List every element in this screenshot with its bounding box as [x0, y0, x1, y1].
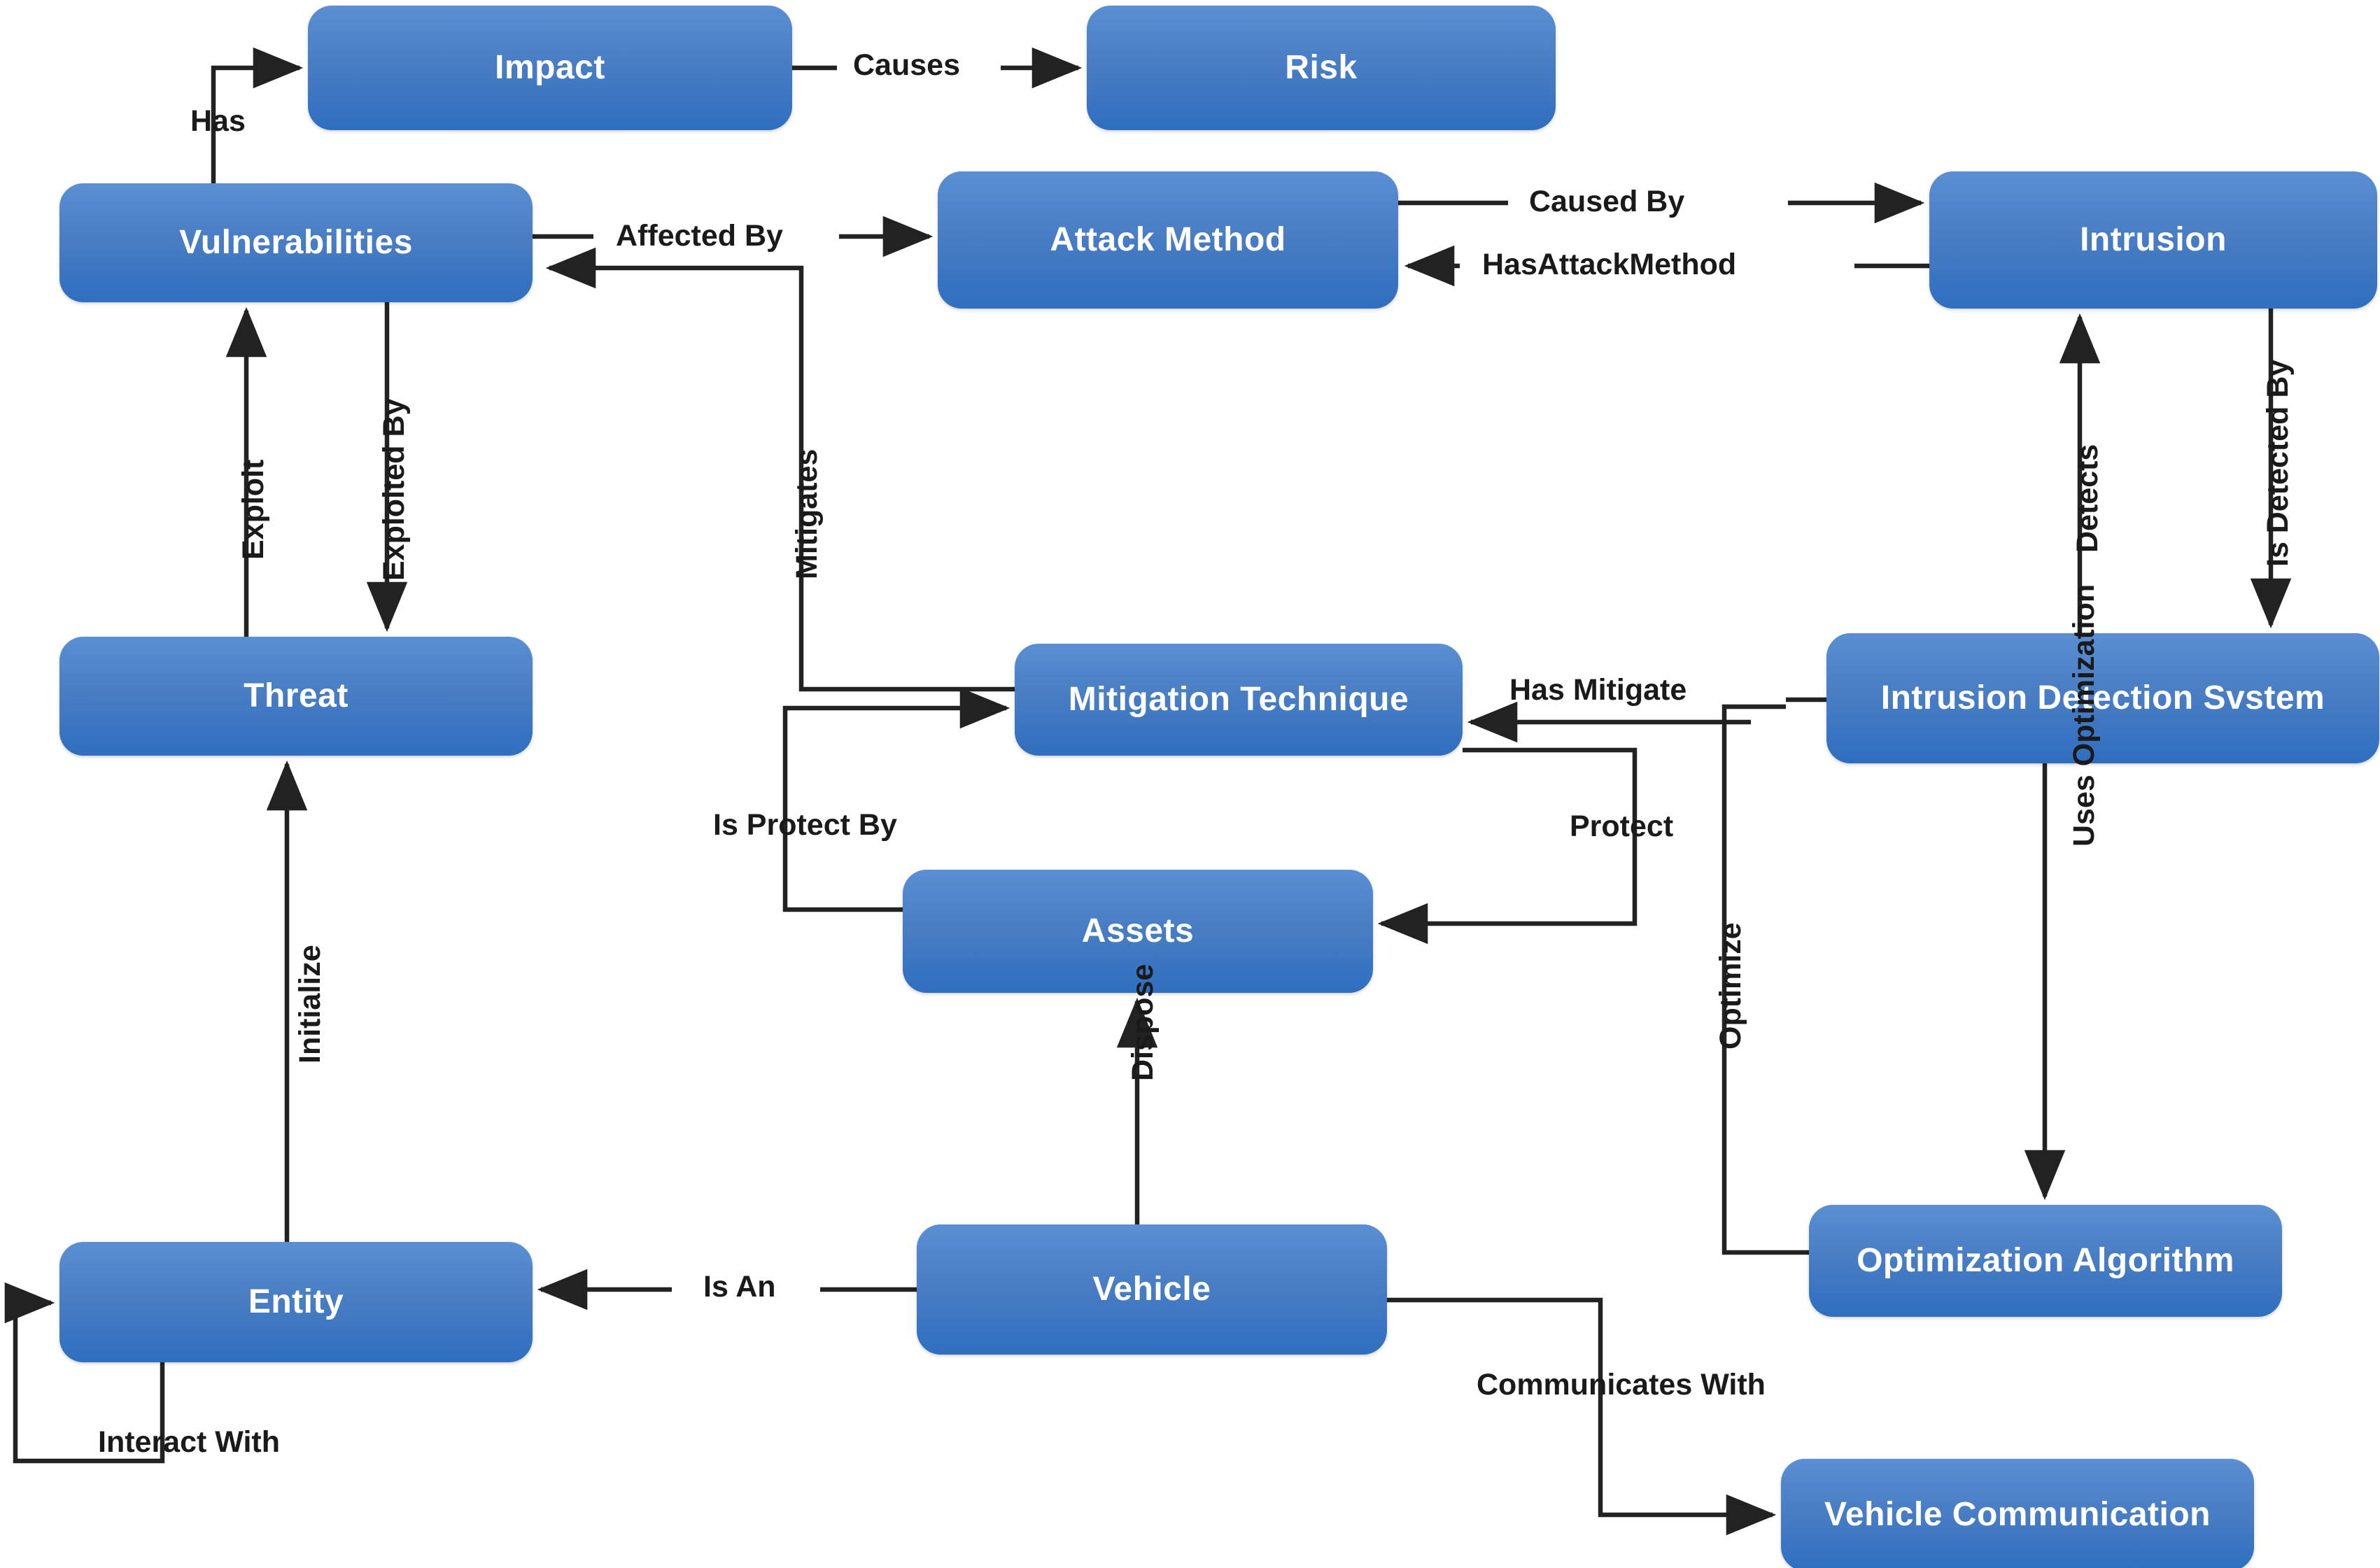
edge-label-communicates-with: Communicates With [1477, 1368, 1766, 1401]
node-attack-method[interactable]: Attack Method [938, 171, 1398, 309]
edge-label-has-attack-method: HasAttackMethod [1482, 248, 1737, 281]
edge-mitigates [545, 247, 1015, 692]
edge-label-is-detected-by: Is Detected By [2261, 359, 2295, 567]
node-label: Entity [248, 1283, 344, 1320]
node-assets[interactable]: Assets [903, 870, 1373, 993]
node-label: Vulnerabilities [179, 223, 413, 261]
node-threat[interactable]: Threat [59, 637, 533, 756]
edge-label-exploit: Exploit [237, 459, 270, 560]
node-label: Assets [1081, 912, 1195, 949]
node-intrusion-detection-system[interactable]: Intrusion Detection Svstem [1826, 633, 2379, 763]
node-entity[interactable]: Entity [59, 1242, 533, 1362]
edge-communicates-with [1387, 1297, 1777, 1536]
edge-label-has-mitigate: Has Mitigate [1509, 673, 1687, 707]
node-vehicle-communication[interactable]: Vehicle Communication [1781, 1459, 2254, 1568]
edge-label-protect: Protect [1570, 810, 1674, 843]
node-label: Threat [244, 677, 348, 714]
edge-label-mitigates: Mitigates [790, 448, 824, 579]
node-intrusion[interactable]: Intrusion [1929, 171, 2377, 309]
edge-label-caused-by: Caused By [1529, 185, 1685, 218]
edge-label-interact-with: Interact With [98, 1425, 281, 1459]
node-mitigation-technique[interactable]: Mitigation Technique [1015, 644, 1463, 756]
edge-label-is-an: Is An [703, 1270, 776, 1304]
edge-label-optimize: Optimize [1714, 922, 1747, 1050]
node-optimization-algorithm[interactable]: Optimization Algorithm [1809, 1205, 2282, 1317]
edge-label-uses-optimization: Uses Optimization [2067, 584, 2101, 847]
node-label: Attack Method [1050, 220, 1286, 258]
edge-label-has: Has [190, 104, 246, 138]
node-risk[interactable]: Risk [1087, 6, 1556, 130]
edge-label-detects: Detects [2071, 444, 2104, 553]
node-label: Optimization Algorithm [1857, 1242, 2234, 1279]
node-label: Vehicle Communication [1824, 1496, 2211, 1533]
node-label: Intrusion [2080, 220, 2227, 258]
node-label: Intrusion Detection Svstem [1880, 679, 2325, 716]
edge-label-causes: Causes [853, 48, 960, 82]
node-vehicle[interactable]: Vehicle [917, 1224, 1387, 1355]
node-vulnerabilities[interactable]: Vulnerabilities [59, 183, 533, 302]
edge-label-dispose: Dispose [1126, 963, 1160, 1081]
edge-label-is-protect-by: Is Protect By [713, 808, 897, 842]
node-label: Impact [495, 48, 605, 86]
node-impact[interactable]: Impact [308, 6, 792, 130]
edge-label-initialize: Initialize [293, 945, 327, 1064]
node-label: Mitigation Technique [1068, 681, 1409, 718]
edge-label-exploited-by: Exploited By [377, 398, 411, 581]
node-label: Vehicle [1092, 1270, 1211, 1308]
node-label: Risk [1285, 48, 1358, 86]
edge-label-affected-by: Affected By [616, 219, 783, 253]
